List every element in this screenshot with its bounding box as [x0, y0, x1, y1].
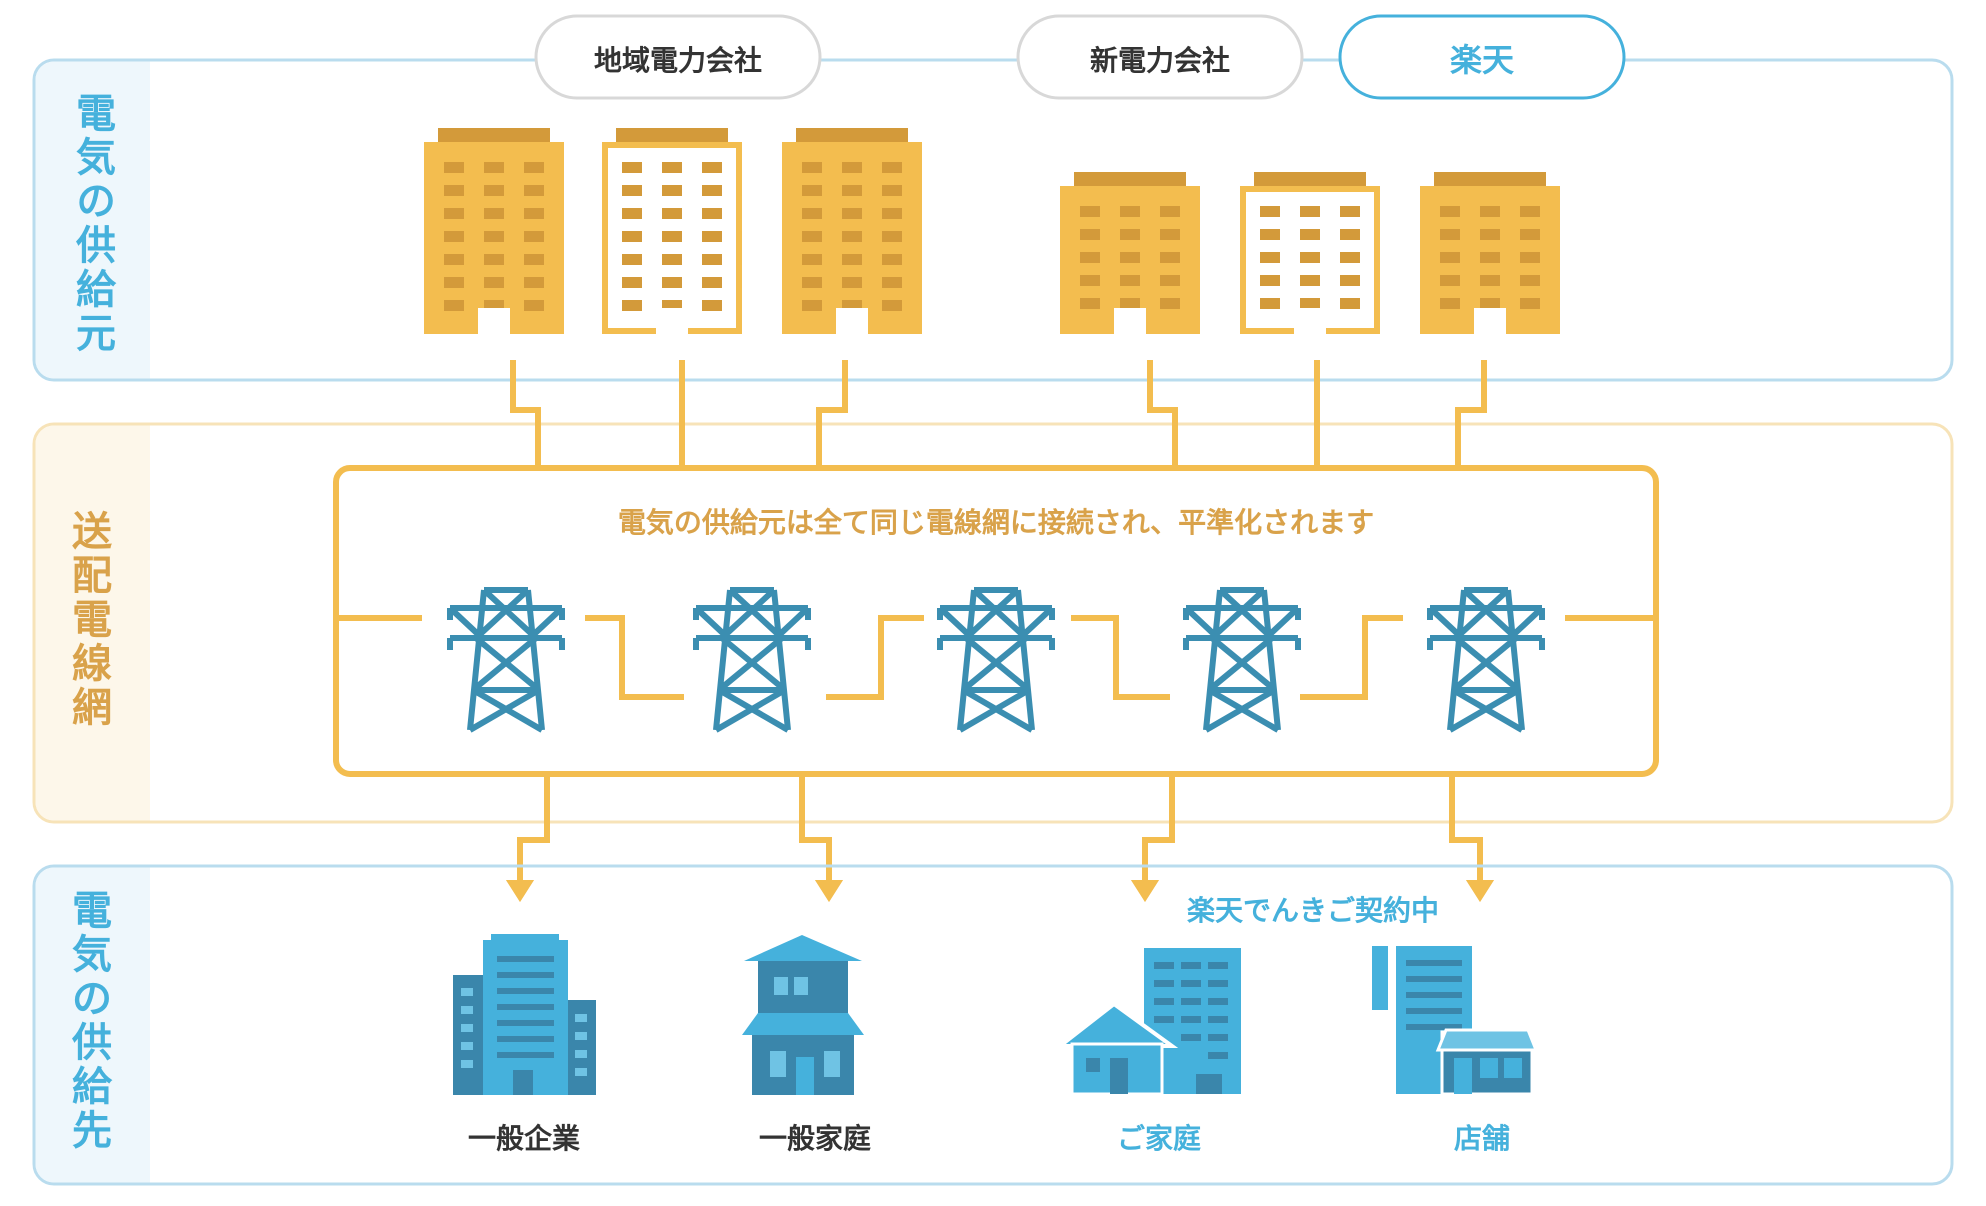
- delivery-arrowheads-top: [506, 880, 1494, 902]
- vertical-label-char: 気: [72, 932, 112, 978]
- rakuten-company-pill: [1338, 14, 1626, 100]
- transmission-tower-icon: [447, 587, 565, 733]
- grid-caption: 電気の供給元は全て同じ電線網に接続され、平準化されます: [618, 506, 1374, 539]
- new-company-label: 新電力会社: [1090, 44, 1230, 77]
- new-company-pill: [1016, 14, 1304, 100]
- vertical-label-char: の: [69, 180, 115, 220]
- power-company-building-icon: [424, 128, 564, 334]
- supply-section-label: 電気の供給元: [69, 92, 116, 352]
- destination-label-1: 一般企業: [468, 1122, 580, 1155]
- vertical-label-char: 供: [72, 1020, 112, 1066]
- vertical-label-char: 元: [69, 312, 116, 352]
- store-icon: [1372, 946, 1539, 1096]
- supplier-connectors: [510, 360, 1487, 468]
- supplier-buildings: [424, 128, 1560, 334]
- transmission-tower-icon: [937, 587, 1055, 733]
- power-company-building-icon: [1240, 172, 1380, 334]
- rakuten-company-label: 楽天: [1450, 41, 1514, 79]
- supply-section: 電気の供給元: [32, 58, 1954, 382]
- grid-section-label: 送配電線網: [72, 509, 112, 731]
- destination-label-2: 一般家庭: [759, 1122, 871, 1155]
- vertical-label-char: 配: [72, 553, 112, 599]
- vertical-label-char: 給: [69, 268, 116, 308]
- transmission-tower-icon: [1183, 587, 1301, 733]
- vertical-label-char: 網: [72, 685, 112, 731]
- transmission-tower-icon: [1427, 587, 1545, 733]
- regional-company-label: 地域電力会社: [594, 44, 762, 77]
- office-building-icon: [453, 934, 596, 1095]
- destination-label-4: 店舗: [1454, 1122, 1510, 1155]
- house-icon: [742, 935, 864, 1095]
- vertical-label-char: 気: [69, 136, 116, 177]
- vertical-label-char: 先: [72, 1108, 112, 1154]
- power-company-building-icon: [602, 128, 742, 334]
- destination-label-3: ご家庭: [1117, 1122, 1201, 1155]
- delivery-arrows: [517, 774, 1483, 880]
- contract-label: 楽天でんきご契約中: [1187, 894, 1439, 927]
- regional-company-pill: [534, 14, 822, 100]
- company-pills: 地域電力会社 新電力会社 楽天: [534, 14, 1626, 100]
- power-wires: [339, 615, 1653, 700]
- destination-section-label: 電気の供給先: [72, 888, 113, 1154]
- transmission-tower-icon: [693, 587, 811, 733]
- vertical-label-char: 電: [69, 92, 115, 132]
- vertical-label-char: の: [72, 976, 112, 1022]
- vertical-label-char: 供: [69, 224, 116, 264]
- vertical-label-char: 電: [72, 888, 112, 934]
- vertical-label-char: 線: [72, 641, 112, 687]
- vertical-label-char: 給: [72, 1064, 113, 1110]
- destination-icons: 一般企業 一般家庭: [453, 934, 1539, 1155]
- power-company-building-icon: [1420, 172, 1560, 334]
- transmission-towers: [447, 587, 1545, 733]
- power-company-building-icon: [1060, 172, 1200, 334]
- power-company-building-icon: [782, 128, 922, 334]
- destination-section: 電気の供給先: [32, 864, 1954, 1186]
- vertical-label-char: 送: [72, 509, 112, 555]
- home-and-apartment-icon: [1054, 948, 1241, 1096]
- vertical-label-char: 電: [72, 597, 112, 643]
